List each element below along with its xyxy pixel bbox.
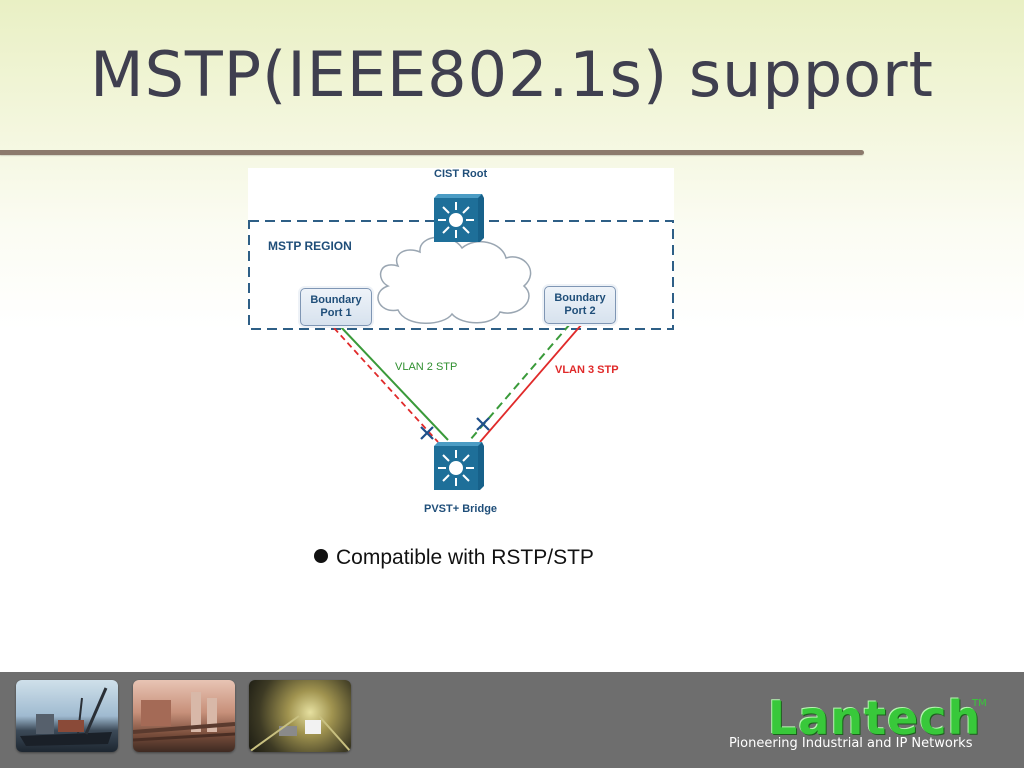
- bullet-icon: [314, 549, 328, 563]
- mstp-diagram: CIST Root MSTP REGION Boundary Port 1 Bo…: [248, 168, 674, 520]
- company-tagline: Pioneering Industrial and IP Networks: [729, 736, 973, 751]
- boundary-port-2: Boundary Port 2: [544, 286, 616, 324]
- trademark-mark: TM: [972, 698, 987, 709]
- boundary-port-2-line1: Boundary: [554, 292, 606, 304]
- cloud-icon: [377, 236, 532, 324]
- vlan3-link-bp1-blocked: [333, 327, 439, 443]
- lantech-logo: Lantech: [768, 691, 982, 745]
- boundary-port-1-line2: Port 1: [320, 307, 352, 319]
- boundary-port-2-line2: Port 2: [564, 305, 596, 317]
- tunnel-traffic-drawing: [249, 715, 351, 752]
- vlan2-link-bp1: [339, 325, 449, 441]
- pvst-bridge-switch-icon: [434, 442, 484, 490]
- tunnel-traffic-photo: [249, 680, 351, 752]
- cist-root-switch-icon: [434, 194, 484, 242]
- pvst-bridge-label: PVST+ Bridge: [424, 503, 498, 515]
- bullet-text: Compatible with RSTP/STP: [336, 546, 594, 569]
- blocked-x-mark-icon: [476, 417, 490, 431]
- industrial-plant-photo: [133, 680, 235, 752]
- footer-bar: Lantech TM Pioneering Industrial and IP …: [0, 672, 1024, 768]
- title-divider: [0, 150, 864, 155]
- ship-crane-photo: [16, 680, 118, 752]
- diagram-graphics: [248, 194, 674, 490]
- cist-root-label: CIST Root: [434, 168, 488, 180]
- blocked-x-mark-icon: [420, 426, 434, 440]
- mstp-region-label: MSTP REGION: [268, 239, 352, 253]
- bullet-item: Compatible with RSTP/STP: [314, 546, 594, 570]
- industrial-plant-drawing: [133, 692, 235, 742]
- vlan3-link-bp2: [479, 323, 583, 443]
- vlan2-stp-label: VLAN 2 STP: [395, 361, 458, 373]
- boundary-port-1: Boundary Port 1: [300, 288, 372, 326]
- boundary-port-1-line1: Boundary: [310, 294, 362, 306]
- slide-title: MSTP(IEEE802.1s) support: [90, 38, 934, 111]
- vlan3-stp-label: VLAN 3 STP: [555, 364, 619, 376]
- ship-crane-drawing: [20, 687, 112, 746]
